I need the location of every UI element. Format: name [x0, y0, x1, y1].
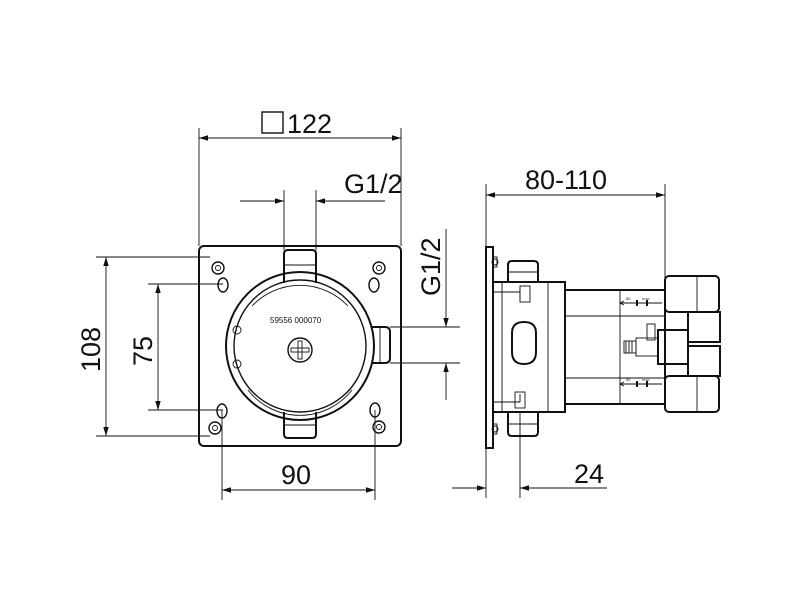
depth-range-value: 80-110: [525, 165, 607, 195]
dimension-24: 24: [452, 412, 607, 498]
spindle: [623, 323, 689, 365]
hole-top-right: [372, 261, 386, 275]
mounting-holes: [208, 261, 386, 435]
dimension-g12-top: G1/2: [240, 169, 403, 250]
sleeve-scale-top: 85 max: [618, 296, 662, 306]
flange-depth-value: 24: [574, 459, 604, 489]
inner-ring-left-b: [232, 359, 242, 369]
square-icon: [261, 111, 284, 134]
side-stub-bottom: [507, 412, 539, 437]
part-number: 59556 000070: [270, 316, 322, 325]
inner-ring-left: [232, 325, 242, 335]
valve-body-outer: [225, 271, 375, 421]
outlet-thread-value: G1/2: [416, 237, 446, 296]
dimension-75: 75: [128, 283, 223, 411]
height-inner-value: 75: [128, 336, 158, 366]
wall-flange: [485, 246, 494, 449]
svg-text:85: 85: [626, 296, 631, 301]
front-view: 59556 000070 122: [76, 109, 460, 500]
side-outlet-port: [511, 320, 537, 366]
inlet-stub-bottom: [283, 412, 317, 439]
side-view: 85 max 85 max: [452, 165, 721, 498]
height-outer-value: 108: [76, 327, 106, 372]
hole-bottom-left: [208, 421, 222, 435]
hole-bottom-right: [372, 420, 386, 434]
cover-cap: [664, 275, 721, 413]
inlet-stub-top: [283, 249, 317, 283]
square-dim-value: 122: [287, 109, 332, 139]
inlet-thread-value: G1/2: [344, 169, 403, 199]
inlet-stub-right: [372, 326, 391, 364]
svg-text:max: max: [642, 377, 650, 382]
dimension-108: 108: [76, 256, 210, 437]
dimension-g12-right: G1/2: [390, 229, 460, 400]
svg-text:max: max: [642, 296, 650, 301]
mounting-plate: [198, 245, 402, 447]
hole-mid-left-top: [217, 277, 229, 293]
valve-body-inner: [233, 279, 367, 413]
width-holes-value: 90: [281, 460, 311, 490]
hole-top-left: [211, 261, 225, 275]
sleeve-scale-bottom: 85 max: [618, 377, 662, 387]
phillips-screw-icon: [287, 337, 313, 363]
dimension-122: 122: [198, 109, 402, 246]
dimension-80-110: 80-110: [485, 165, 666, 290]
extension-sleeve: [564, 289, 666, 405]
hole-mid-right-top: [368, 277, 380, 293]
side-stub-top: [507, 260, 539, 282]
dimension-90: 90: [221, 410, 376, 500]
side-body: [492, 281, 566, 413]
svg-text:85: 85: [626, 377, 631, 382]
